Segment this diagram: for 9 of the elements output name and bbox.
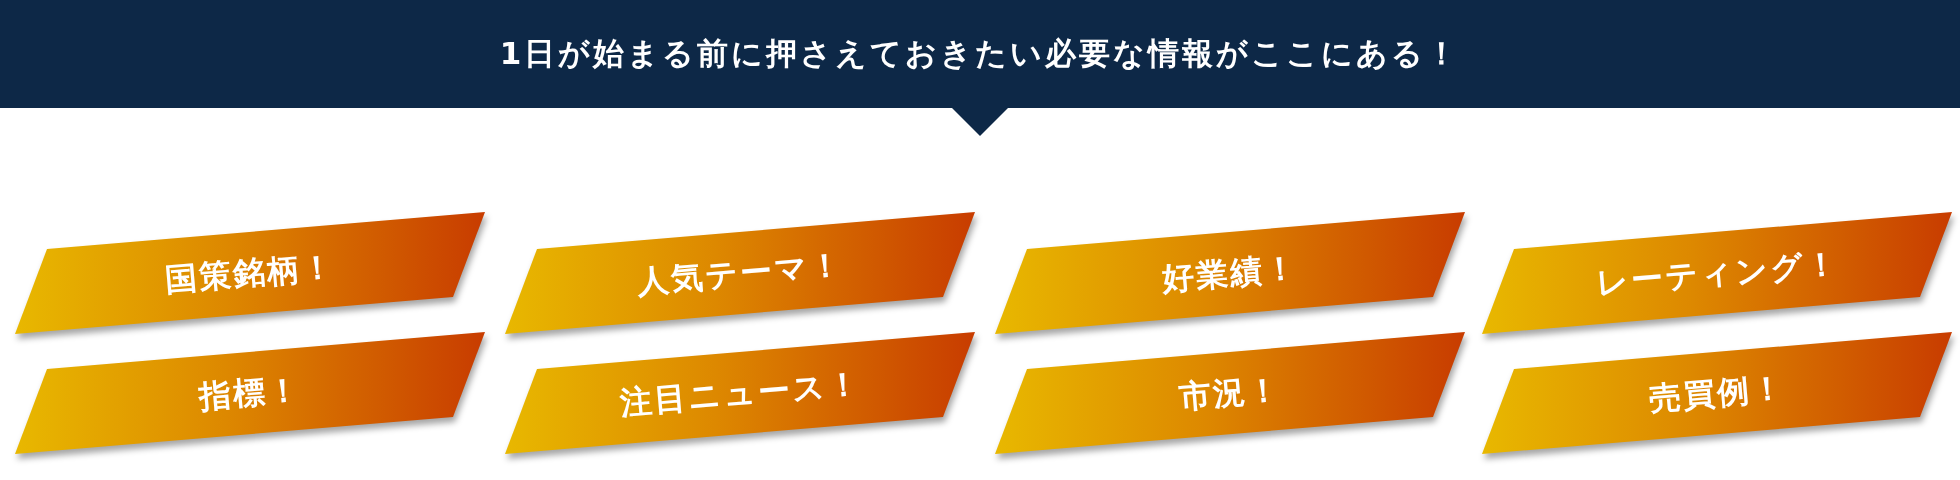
title: 1日が始まる前に押さえておきたい必要な情報がここにある！ <box>499 34 1461 73</box>
tag-label: 国策銘柄！ <box>163 245 337 301</box>
tag-label: 人気テーマ！ <box>635 243 845 303</box>
tag-label: 指標！ <box>197 368 303 418</box>
tag-label: 注目ニュース！ <box>618 362 862 424</box>
tag-label: 売買例！ <box>1647 366 1787 420</box>
tag-label: 市況！ <box>1177 368 1283 418</box>
tag-label: レーティング！ <box>1594 242 1840 304</box>
tag-label: 好業績！ <box>1160 246 1300 300</box>
